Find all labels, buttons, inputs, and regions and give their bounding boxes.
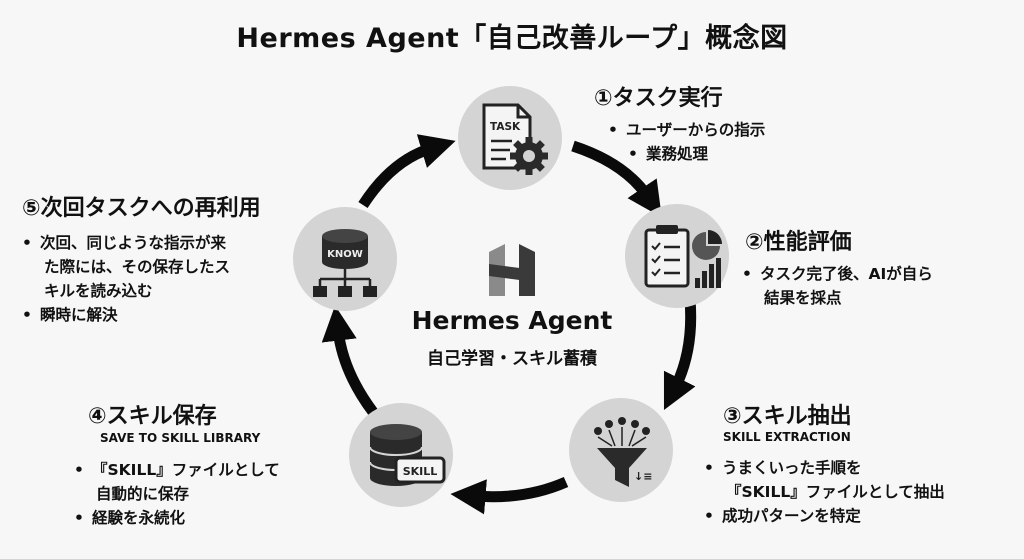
page-title: Hermes Agent「自己改善ループ」概念図 <box>236 23 788 54</box>
step-5-title: ⑤次回タスクへの再利用 <box>22 196 261 221</box>
task-document-gear-icon: TASK <box>482 103 548 175</box>
list-item: 結果を採点 <box>764 289 842 307</box>
arrow-3-to-4 <box>450 476 569 515</box>
arrow-1-to-2 <box>571 140 662 218</box>
database-skill-icon: SKILL <box>369 424 446 486</box>
step-2-title: ②性能評価 <box>745 230 852 255</box>
step-3-bullets: うまくいった手順を 『SKILL』ファイルとして抽出 成功パターンを特定 <box>702 456 945 528</box>
list-item: 自動的に保存 <box>96 485 190 503</box>
step-3-subtitle: SKILL EXTRACTION <box>723 430 851 444</box>
step-2-bullets: タスク完了後、AIが自ら 結果を採点 <box>740 262 933 310</box>
svg-text:SKILL: SKILL <box>403 465 438 478</box>
list-item: ユーザーからの指示 <box>606 118 765 142</box>
hermes-logo <box>489 244 535 296</box>
step-5-bullets: 次回、同じような指示が来 た際には、その保存したス キルを読み込む 瞬時に解決 <box>20 231 230 327</box>
step-4-bullets: 『SKILL』ファイルとして 自動的に保存 経験を永続化 <box>72 458 280 530</box>
step-4-subtitle: SAVE TO SKILL LIBRARY <box>100 431 261 445</box>
arrow-5-to-1 <box>358 134 456 209</box>
svg-text:↓≡: ↓≡ <box>634 470 652 483</box>
list-item: うまくいった手順を <box>702 456 945 480</box>
svg-text:TASK: TASK <box>490 121 521 133</box>
list-item: キルを読み込む <box>44 282 153 300</box>
list-item: 瞬時に解決 <box>20 303 230 327</box>
step-1-bullets: ユーザーからの指示 業務処理 <box>606 118 765 166</box>
clipboard-chart-icon <box>644 225 722 288</box>
list-item: た際には、その保存したス <box>44 258 231 276</box>
funnel-filter-icon: ↓≡ <box>594 417 652 487</box>
list-item: 業務処理 <box>626 142 765 166</box>
step-1-title: ①タスク実行 <box>594 86 723 111</box>
list-item: 次回、同じような指示が来 <box>20 231 230 255</box>
step-3-title: ③スキル抽出 <box>723 404 852 429</box>
list-item: タスク完了後、AIが自ら <box>740 262 933 286</box>
list-item: 経験を永続化 <box>72 506 280 530</box>
svg-text:KNOW: KNOW <box>327 249 363 260</box>
arrow-2-to-3 <box>663 299 697 411</box>
list-item: 成功パターンを特定 <box>702 504 945 528</box>
step-4-title: ④スキル保存 <box>88 404 217 429</box>
center-agent-name: Hermes Agent <box>411 306 613 335</box>
arrow-4-to-5 <box>321 305 378 416</box>
list-item: 『SKILL』ファイルとして抽出 <box>726 483 945 501</box>
list-item: 『SKILL』ファイルとして <box>72 458 280 482</box>
center-agent-subtitle: 自己学習・スキル蓄積 <box>427 349 597 369</box>
knowledge-network-icon: KNOW <box>313 229 377 297</box>
